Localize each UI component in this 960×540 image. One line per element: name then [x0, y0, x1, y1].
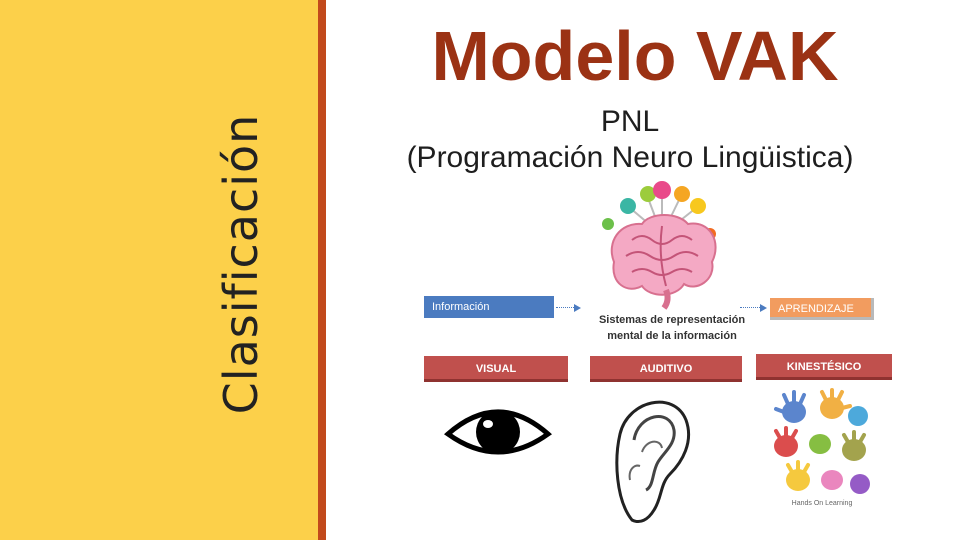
- eye-illustration: [443, 400, 553, 466]
- sidebar-border: [318, 0, 326, 540]
- page-subtitle: PNL (Programación Neuro Lingüistica): [340, 104, 920, 176]
- sidebar-panel: [0, 0, 318, 540]
- learning-box: APRENDIZAJE: [770, 298, 874, 320]
- information-box: Información: [424, 296, 554, 318]
- arrow-head-right: [760, 304, 767, 312]
- systems-caption: Sistemas de representación mental de la …: [592, 312, 752, 344]
- auditory-category: AUDITIVO: [590, 356, 742, 382]
- ear-illustration: [612, 390, 694, 526]
- brain-icon: [602, 181, 717, 310]
- brain-illustration: [592, 180, 732, 310]
- ear-icon: [615, 400, 691, 524]
- eye-icon: [443, 409, 553, 455]
- arrow-brain-to-learning: [740, 307, 762, 308]
- hands-caption: Hands On Learning: [791, 500, 853, 507]
- sidebar-title: Clasificación: [214, 113, 268, 415]
- subtitle-line-1: PNL: [600, 105, 660, 138]
- page-title: Modelo VAK: [431, 17, 839, 95]
- kinesthetic-category: KINESTÉSICO: [756, 354, 892, 380]
- systems-line-1: Sistemas de representación: [598, 314, 746, 326]
- arrow-head-left: [574, 304, 581, 312]
- arrow-info-to-brain: [556, 307, 576, 308]
- handprint-icon: [774, 388, 870, 494]
- systems-line-2: mental de la información: [607, 330, 737, 342]
- handprints-illustration: [770, 388, 874, 500]
- subtitle-line-2: (Programación Neuro Lingüistica): [406, 141, 854, 174]
- visual-category: VISUAL: [424, 356, 568, 382]
